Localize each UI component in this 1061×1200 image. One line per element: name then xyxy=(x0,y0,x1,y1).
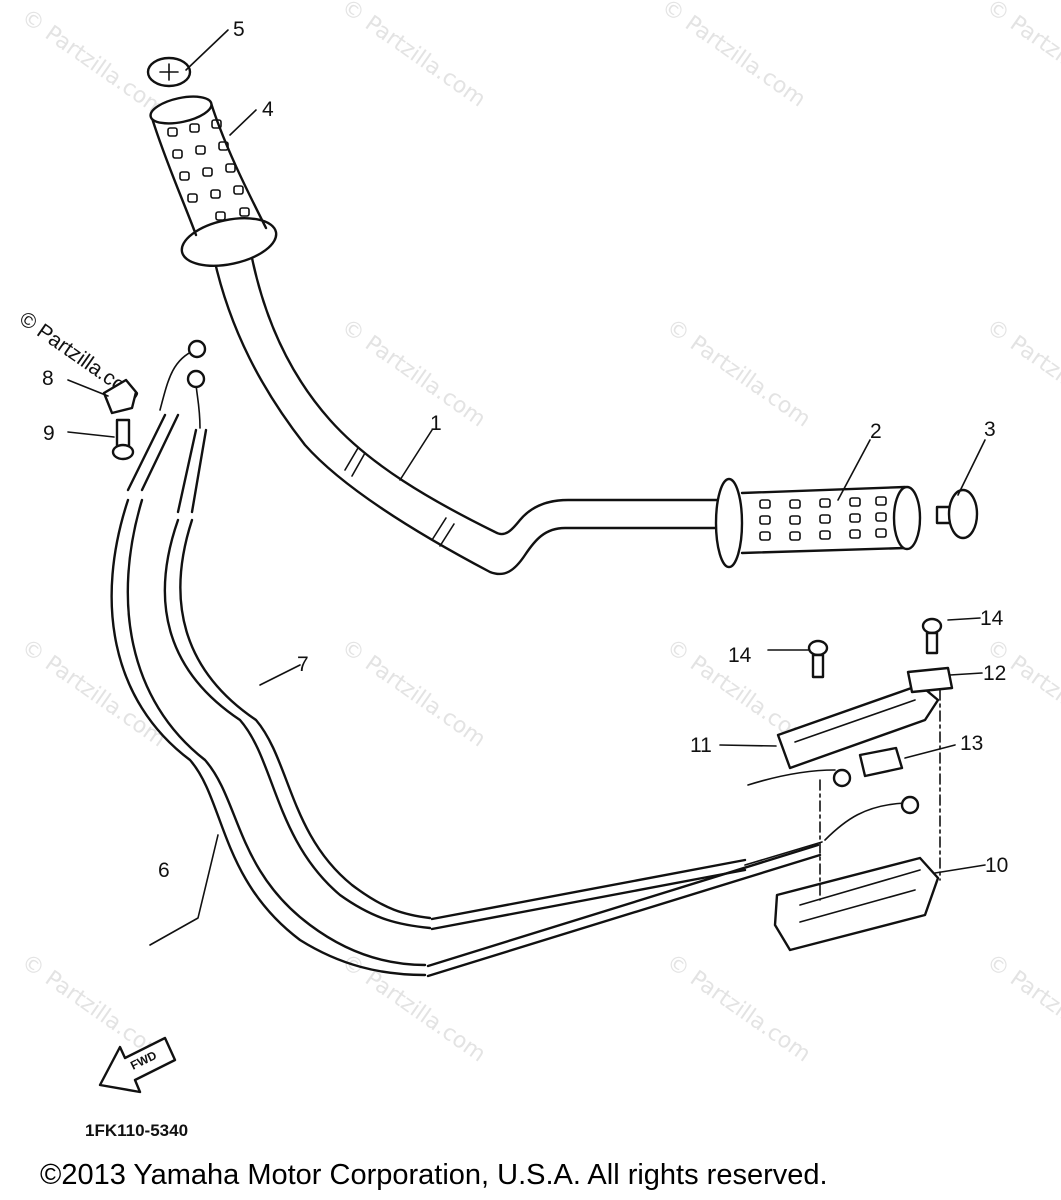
callout-14: 14 xyxy=(980,607,1004,630)
right-end-cap xyxy=(935,488,979,540)
watermark: © Partzilla.com xyxy=(662,314,815,432)
switch-housing-upper xyxy=(776,683,940,770)
watermark: © Partzilla.com xyxy=(337,0,490,112)
left-grip xyxy=(149,95,278,267)
callout-11: 11 xyxy=(690,734,712,757)
watermark: © Partzilla.com xyxy=(657,0,810,112)
callout-5: 5 xyxy=(233,18,245,41)
watermark: © Partzilla.com xyxy=(982,949,1061,1067)
watermark: © Partzilla.com xyxy=(982,634,1061,752)
callout-2: 2 xyxy=(870,420,882,443)
switch-housing-lower xyxy=(773,856,940,952)
handlebar xyxy=(212,256,727,576)
watermark: © Partzilla.com xyxy=(982,0,1061,112)
left-end-cap xyxy=(146,56,192,88)
control-cables xyxy=(110,339,920,978)
callout-7: 7 xyxy=(297,653,309,676)
callout-3: 3 xyxy=(984,418,996,441)
watermark: © Partzilla.com xyxy=(337,314,490,432)
watermark: © Partzilla.com xyxy=(982,314,1061,432)
right-grip xyxy=(714,477,922,569)
callout-6: 6 xyxy=(158,859,170,882)
forward-arrow-icon: FWD xyxy=(98,1036,177,1094)
switch-knob xyxy=(858,746,904,778)
bracket-bolt xyxy=(111,418,135,461)
callout-9: 9 xyxy=(43,422,55,445)
watermark: © Partzilla.com xyxy=(17,4,170,122)
watermark: © Partzilla.com xyxy=(337,634,490,752)
callout-14: 14 xyxy=(728,644,752,667)
watermark: © Partzilla.com xyxy=(17,634,170,752)
screw-left xyxy=(807,639,829,679)
callout-10: 10 xyxy=(985,854,1008,877)
watermark: © Partzilla.com xyxy=(662,949,815,1067)
callout-13: 13 xyxy=(960,732,983,755)
callout-4: 4 xyxy=(262,98,274,121)
diagram-part-code: 1FK110-5340 xyxy=(85,1121,188,1140)
cable-bracket xyxy=(102,378,138,415)
switch-plate xyxy=(906,666,954,694)
callout-8: 8 xyxy=(42,367,54,390)
screw-right xyxy=(921,617,943,655)
callout-12: 12 xyxy=(983,662,1006,685)
leader-lines xyxy=(67,29,986,946)
callout-1: 1 xyxy=(430,412,442,435)
copyright-notice: ©2013 Yamaha Motor Corporation, U.S.A. A… xyxy=(40,1159,828,1191)
